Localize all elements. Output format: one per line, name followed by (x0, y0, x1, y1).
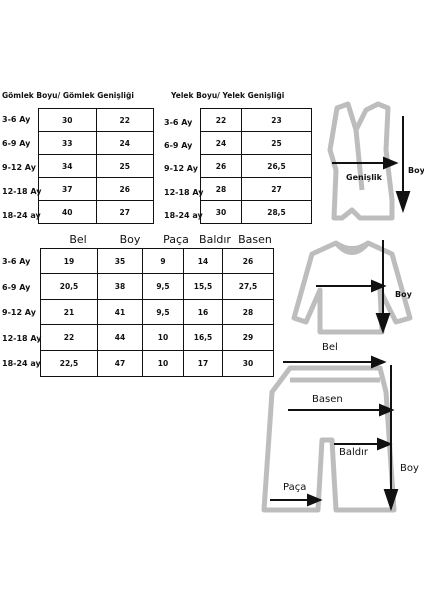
shirt-length-label: Boy (395, 290, 412, 299)
table-cell: 15,5 (183, 273, 223, 300)
table-cell: 22 (199, 108, 243, 132)
shirt-row-label: 9-12 Ay (2, 163, 36, 172)
shirt-row-label: 6-9 Ay (2, 139, 31, 148)
table-cell: 9,5 (142, 299, 184, 325)
vest-row-label: 3-6 Ay (164, 118, 193, 127)
table-cell: 40 (38, 200, 97, 224)
table-cell: 30 (38, 108, 97, 132)
pants-size-table: 19 35 9 14 26 20,5 38 9,5 15,5 27,5 21 4… (40, 248, 274, 377)
pants-hem-label: Paça (283, 482, 307, 493)
vest-length-label: Boy (408, 166, 424, 175)
table-cell: 22 (95, 108, 154, 132)
column-header-basen: Basen (238, 233, 272, 246)
vest-row-label: 18-24 ay (164, 211, 203, 220)
table-cell: 27,5 (222, 273, 274, 300)
table-cell: 28,5 (241, 200, 312, 224)
vest-row-label: 12-18 Ay (164, 188, 204, 197)
column-header-baldir: Baldır (199, 233, 231, 246)
table-cell: 30 (222, 350, 274, 377)
vest-table-title: Yelek Boyu/ Yelek Genişliği (171, 91, 285, 100)
shirt-table-title: Gömlek Boyu/ Gömlek Genişliği (2, 91, 134, 100)
table-cell: 24 (199, 131, 243, 155)
table-row: 22,5 47 10 17 30 (40, 350, 274, 377)
table-cell: 27 (95, 200, 154, 224)
table-cell: 26 (95, 177, 154, 201)
table-cell: 47 (97, 350, 143, 377)
pants-row-label: 6-9 Ay (2, 283, 31, 292)
table-row: 33 24 (38, 131, 154, 155)
pants-hip-label: Basen (312, 394, 343, 405)
vest-row-label: 6-9 Ay (164, 141, 193, 150)
shirt-row-label: 12-18 Ay (2, 187, 42, 196)
table-cell: 24 (95, 131, 154, 155)
table-row: 30 22 (38, 108, 154, 132)
shirt-row-label: 3-6 Ay (2, 115, 31, 124)
table-cell: 28 (222, 299, 274, 325)
column-header-boy: Boy (119, 233, 141, 246)
vest-width-label: Genişlik (346, 173, 382, 182)
shirt-size-table: 30 22 33 24 34 25 37 26 40 27 (38, 108, 154, 224)
table-row: 30 28,5 (199, 200, 312, 224)
table-cell: 33 (38, 131, 97, 155)
shirt-row-label: 18-24 ay (2, 211, 41, 220)
table-cell: 14 (183, 248, 223, 274)
table-cell: 41 (97, 299, 143, 325)
table-row: 37 26 (38, 177, 154, 201)
pants-row-label: 18-24 ay (2, 359, 41, 368)
pants-row-label: 9-12 Ay (2, 308, 36, 317)
table-cell: 10 (142, 350, 184, 377)
table-cell: 44 (97, 324, 143, 351)
pants-waist-label: Bel (322, 342, 338, 353)
table-row: 21 41 9,5 16 28 (40, 299, 274, 325)
table-row: 19 35 9 14 26 (40, 248, 274, 274)
pants-row-label: 3-6 Ay (2, 257, 31, 266)
table-cell: 22,5 (40, 350, 98, 377)
vest-size-table: 22 23 24 25 26 26,5 28 27 30 28,5 (199, 108, 312, 224)
pants-calf-label: Baldır (339, 447, 369, 458)
table-row: 40 27 (38, 200, 154, 224)
table-row: 24 25 (199, 131, 312, 155)
pants-length-label: Boy (400, 463, 419, 474)
column-header-bel: Bel (69, 233, 87, 246)
vest-row-label: 9-12 Ay (164, 164, 198, 173)
pants-row-label: 12-18 Ay (2, 334, 42, 343)
table-cell: 28 (199, 177, 243, 201)
table-cell: 17 (183, 350, 223, 377)
table-cell: 26,5 (241, 154, 312, 178)
table-cell: 38 (97, 273, 143, 300)
table-cell: 30 (199, 200, 243, 224)
column-header-paca: Paça (163, 233, 189, 246)
